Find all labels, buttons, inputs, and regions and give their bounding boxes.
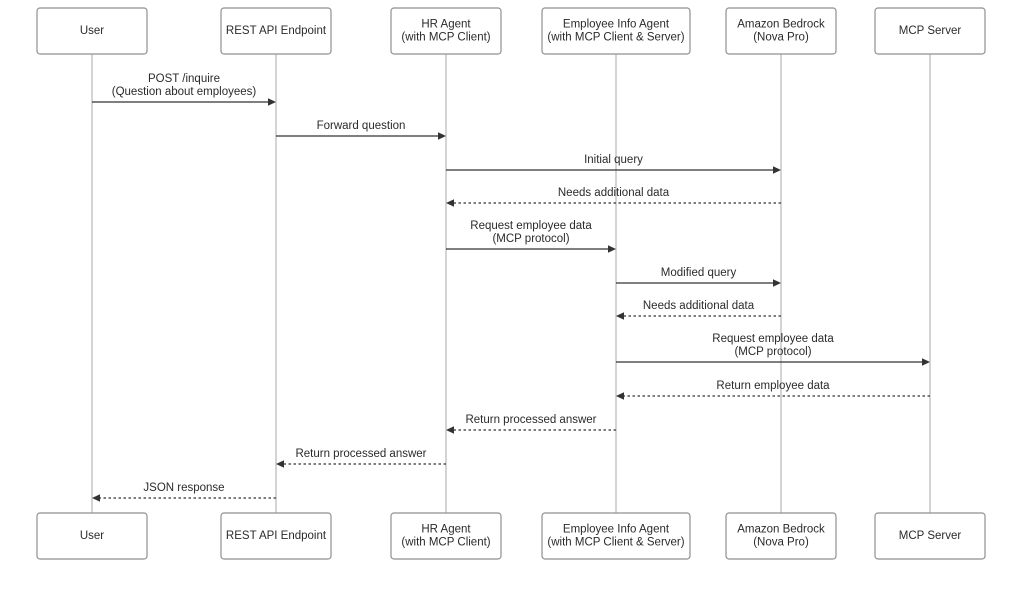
message-label: Return employee data [716, 380, 830, 392]
arrowhead-icon [773, 279, 781, 287]
actor-emp-bottom: Employee Info Agent(with MCP Client & Se… [541, 512, 691, 560]
arrowhead-icon [773, 166, 781, 174]
message-8: Request employee data(MCP protocol) [616, 333, 930, 366]
actor-bedrock-bottom: Amazon Bedrock(Nova Pro) [725, 512, 837, 560]
actor-box [725, 512, 837, 560]
actor-label: REST API Endpoint [226, 25, 327, 37]
actor-label: Amazon Bedrock [737, 19, 825, 31]
actor-rest-bottom: REST API Endpoint [220, 512, 332, 560]
actor-label: User [80, 25, 104, 37]
actor-label: HR Agent [421, 19, 471, 31]
actor-user-top: User [36, 7, 148, 55]
message-label: POST /inquire [148, 73, 220, 85]
actor-mcp-top: MCP Server [874, 7, 986, 55]
actor-box [541, 7, 691, 55]
arrowhead-icon [438, 132, 446, 140]
actor-label: (with MCP Client) [401, 537, 490, 549]
actor-label: (Nova Pro) [753, 537, 809, 549]
actor-box [36, 512, 148, 560]
arrowhead-icon [922, 358, 930, 366]
actor-emp-top: Employee Info Agent(with MCP Client & Se… [541, 7, 691, 55]
actor-label: (with MCP Client & Server) [547, 32, 684, 44]
messages: POST /inquire(Question about employees) F… [92, 73, 930, 502]
message-11: Return processed answer [276, 448, 446, 468]
arrowhead-icon [268, 98, 276, 106]
message-12: JSON response [92, 482, 276, 502]
actor-label: HR Agent [421, 524, 471, 536]
message-4: Needs additional data [446, 187, 781, 207]
message-9: Return employee data [616, 380, 930, 400]
actor-box [390, 512, 502, 560]
lifelines [91, 54, 931, 513]
actor-label: Employee Info Agent [563, 524, 670, 536]
message-label: Needs additional data [643, 300, 755, 312]
actor-user-bottom: User [36, 512, 148, 560]
message-label: Forward question [317, 120, 406, 132]
actor-box [541, 512, 691, 560]
actor-label: (with MCP Client) [401, 32, 490, 44]
actor-box [36, 7, 148, 55]
actor-label: (Nova Pro) [753, 32, 809, 44]
actor-label: MCP Server [899, 530, 962, 542]
message-6: Modified query [616, 267, 781, 287]
message-label: (Question about employees) [112, 86, 257, 98]
actor-label: Amazon Bedrock [737, 524, 825, 536]
message-label: JSON response [143, 482, 224, 494]
actor-box [390, 7, 502, 55]
message-label: (MCP protocol) [492, 233, 569, 245]
arrowhead-icon [446, 426, 454, 434]
message-label: Request employee data [470, 220, 592, 232]
actor-bedrock-top: Amazon Bedrock(Nova Pro) [725, 7, 837, 55]
arrowhead-icon [92, 494, 100, 502]
message-5: Request employee data(MCP protocol) [446, 220, 616, 253]
actor-hr-bottom: HR Agent(with MCP Client) [390, 512, 502, 560]
message-2: Forward question [276, 120, 446, 140]
message-label: Return processed answer [295, 448, 426, 460]
actor-label: Employee Info Agent [563, 19, 670, 31]
arrowhead-icon [276, 460, 284, 468]
arrowhead-icon [608, 245, 616, 253]
message-label: Modified query [661, 267, 737, 279]
message-10: Return processed answer [446, 414, 616, 434]
actor-rest-top: REST API Endpoint [220, 7, 332, 55]
actor-label: REST API Endpoint [226, 530, 327, 542]
actor-box [220, 512, 332, 560]
actor-hr-top: HR Agent(with MCP Client) [390, 7, 502, 55]
actor-box [874, 512, 986, 560]
actor-box [725, 7, 837, 55]
arrowhead-icon [446, 199, 454, 207]
actor-label: MCP Server [899, 25, 962, 37]
actor-label: (with MCP Client & Server) [547, 537, 684, 549]
message-1: POST /inquire(Question about employees) [92, 73, 276, 106]
arrowhead-icon [616, 392, 624, 400]
actor-mcp-bottom: MCP Server [874, 512, 986, 560]
message-label: (MCP protocol) [734, 346, 811, 358]
message-label: Return processed answer [465, 414, 596, 426]
message-label: Initial query [584, 154, 643, 166]
message-3: Initial query [446, 154, 781, 174]
arrowhead-icon [616, 312, 624, 320]
message-label: Needs additional data [558, 187, 670, 199]
actor-box [220, 7, 332, 55]
message-7: Needs additional data [616, 300, 781, 320]
message-label: Request employee data [712, 333, 834, 345]
actor-box [874, 7, 986, 55]
actor-label: User [80, 530, 104, 542]
